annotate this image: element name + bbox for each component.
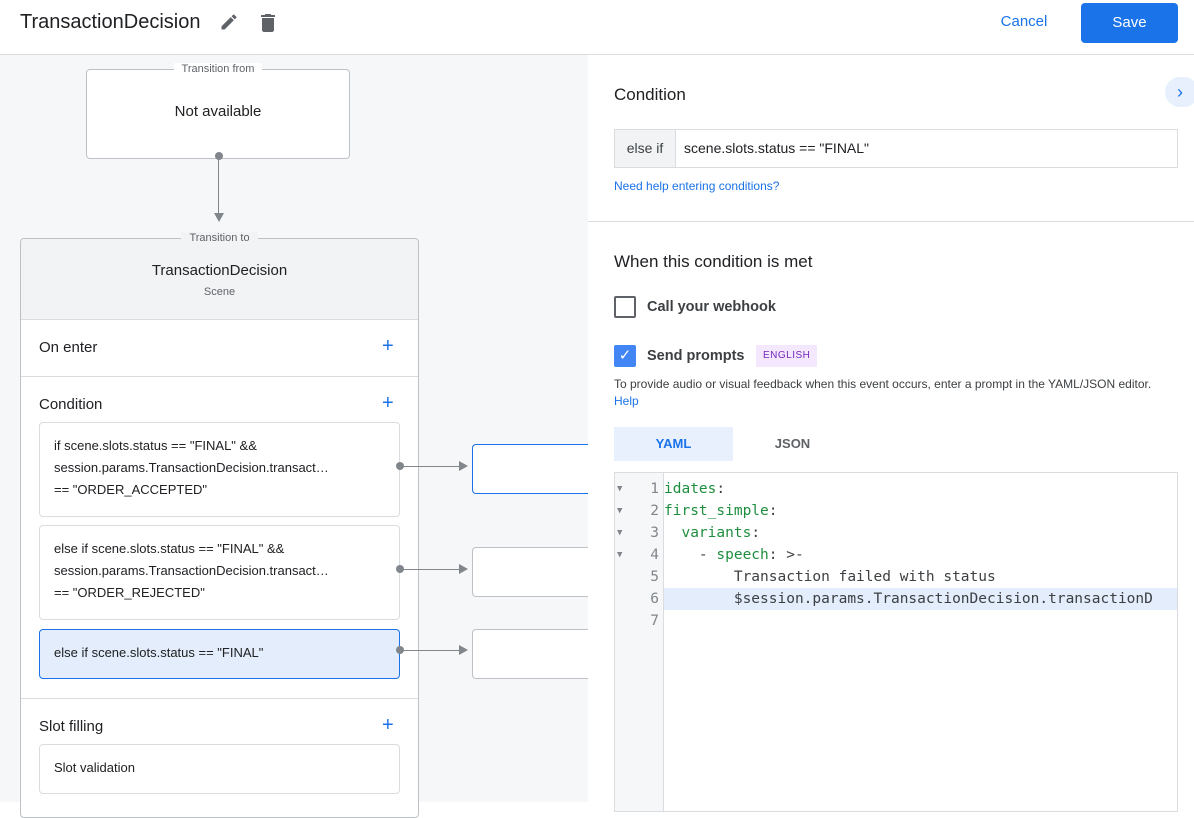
connector-line	[400, 650, 460, 651]
slot-validation-text: Slot validation	[54, 760, 135, 775]
tab-yaml[interactable]: YAML	[614, 427, 733, 461]
prompt-description: To provide audio or visual feedback when…	[614, 377, 1152, 391]
condition-text: else if scene.slots.status == "FINAL"	[54, 645, 264, 660]
save-button[interactable]: Save	[1081, 3, 1178, 43]
condition-card-selected[interactable]: else if scene.slots.status == "FINAL"	[39, 629, 400, 679]
add-condition-icon[interactable]: +	[382, 392, 394, 414]
fold-icon[interactable]: ▼	[617, 506, 623, 516]
arrow-right-icon	[459, 461, 468, 471]
add-slot-icon[interactable]: +	[382, 714, 394, 736]
line-number: 7	[650, 613, 659, 629]
flow-canvas: Transition from Not available Transition…	[0, 55, 592, 818]
scene-type: Scene	[203, 286, 236, 298]
line-number: 1	[650, 481, 659, 497]
code-line[interactable]: $session.params.TransactionDecision.tran…	[664, 591, 1153, 607]
slot-filling-label: Slot filling	[39, 718, 104, 735]
arrow-right-icon	[459, 564, 468, 574]
delete-icon[interactable]	[256, 11, 280, 35]
webhook-label: Call your webhook	[647, 299, 776, 315]
transition-from-box: Transition from Not available	[86, 63, 350, 159]
collapse-panel-icon[interactable]: ›	[1165, 77, 1194, 107]
condition-text: if scene.slots.status == "FINAL" &&	[54, 438, 257, 453]
transition-from-value: Not available	[174, 103, 262, 120]
code-line[interactable]: idates:	[664, 481, 726, 497]
transition-target-box[interactable]	[472, 444, 592, 494]
send-prompts-label: Send prompts	[647, 348, 745, 364]
condition-card[interactable]: if scene.slots.status == "FINAL" && sess…	[39, 422, 400, 517]
connector-line	[400, 466, 460, 467]
transition-to-legend: Transition to	[181, 232, 258, 244]
header: TransactionDecision Cancel Save	[0, 0, 1194, 55]
code-line[interactable]: Transaction failed with status	[664, 569, 996, 585]
slot-validation-card[interactable]: Slot validation	[39, 744, 400, 794]
send-prompts-checkbox[interactable]: ✓	[614, 345, 636, 367]
cancel-button[interactable]: Cancel	[1000, 13, 1048, 30]
webhook-checkbox[interactable]	[614, 296, 636, 318]
condition-text: session.params.TransactionDecision.trans…	[54, 563, 329, 578]
condition-card[interactable]: else if scene.slots.status == "FINAL" &&…	[39, 525, 400, 620]
condition-input[interactable]: else if scene.slots.status == "FINAL"	[614, 129, 1178, 168]
line-number: 3	[650, 525, 659, 541]
connector-line	[400, 569, 460, 570]
connector-dot	[215, 152, 223, 160]
condition-panel: › Condition else if scene.slots.status =…	[588, 55, 1194, 812]
language-badge: ENGLISH	[756, 345, 818, 367]
condition-text: == "ORDER_REJECTED"	[54, 585, 205, 600]
fold-icon[interactable]: ▼	[617, 528, 623, 538]
arrow-down-icon	[214, 213, 224, 222]
condition-label: Condition	[39, 396, 103, 413]
fold-icon[interactable]: ▼	[617, 484, 623, 494]
transition-target-box[interactable]	[472, 629, 592, 679]
when-title: When this condition is met	[614, 252, 813, 271]
code-line[interactable]: first_simple:	[664, 503, 778, 519]
on-enter-label: On enter	[39, 339, 98, 356]
transition-target-box[interactable]	[472, 547, 592, 597]
condition-text: == "ORDER_ACCEPTED"	[54, 482, 207, 497]
condition-prefix: else if	[615, 130, 676, 167]
condition-title: Condition	[614, 85, 686, 104]
add-on-enter-icon[interactable]: +	[382, 335, 394, 357]
line-number: 6	[650, 591, 659, 607]
condition-text: session.params.TransactionDecision.trans…	[54, 460, 329, 475]
tab-json[interactable]: JSON	[774, 436, 811, 451]
line-number: 2	[650, 503, 659, 519]
edit-icon[interactable]	[219, 12, 239, 32]
code-line[interactable]: variants:	[681, 525, 761, 541]
code-line[interactable]: - speech: >-	[664, 547, 804, 563]
arrow-right-icon	[459, 645, 468, 655]
line-number: 4	[650, 547, 659, 563]
scene-title: TransactionDecision	[20, 11, 201, 33]
connector-line	[218, 158, 219, 214]
condition-value[interactable]: scene.slots.status == "FINAL"	[684, 140, 870, 156]
line-number: 5	[650, 569, 659, 585]
condition-text: else if scene.slots.status == "FINAL" &&	[54, 541, 285, 556]
help-entering-conditions-link[interactable]: Need help entering conditions?	[614, 179, 780, 193]
transition-from-legend: Transition from	[173, 63, 263, 75]
yaml-editor[interactable]: ▼ 1 idates: ▼ 2 first_simple: ▼ 3 variants: ▼ 4 -…	[614, 472, 1178, 812]
fold-icon[interactable]: ▼	[617, 550, 623, 560]
help-link[interactable]: Help	[614, 394, 639, 408]
scene-name: TransactionDecision	[151, 262, 288, 279]
